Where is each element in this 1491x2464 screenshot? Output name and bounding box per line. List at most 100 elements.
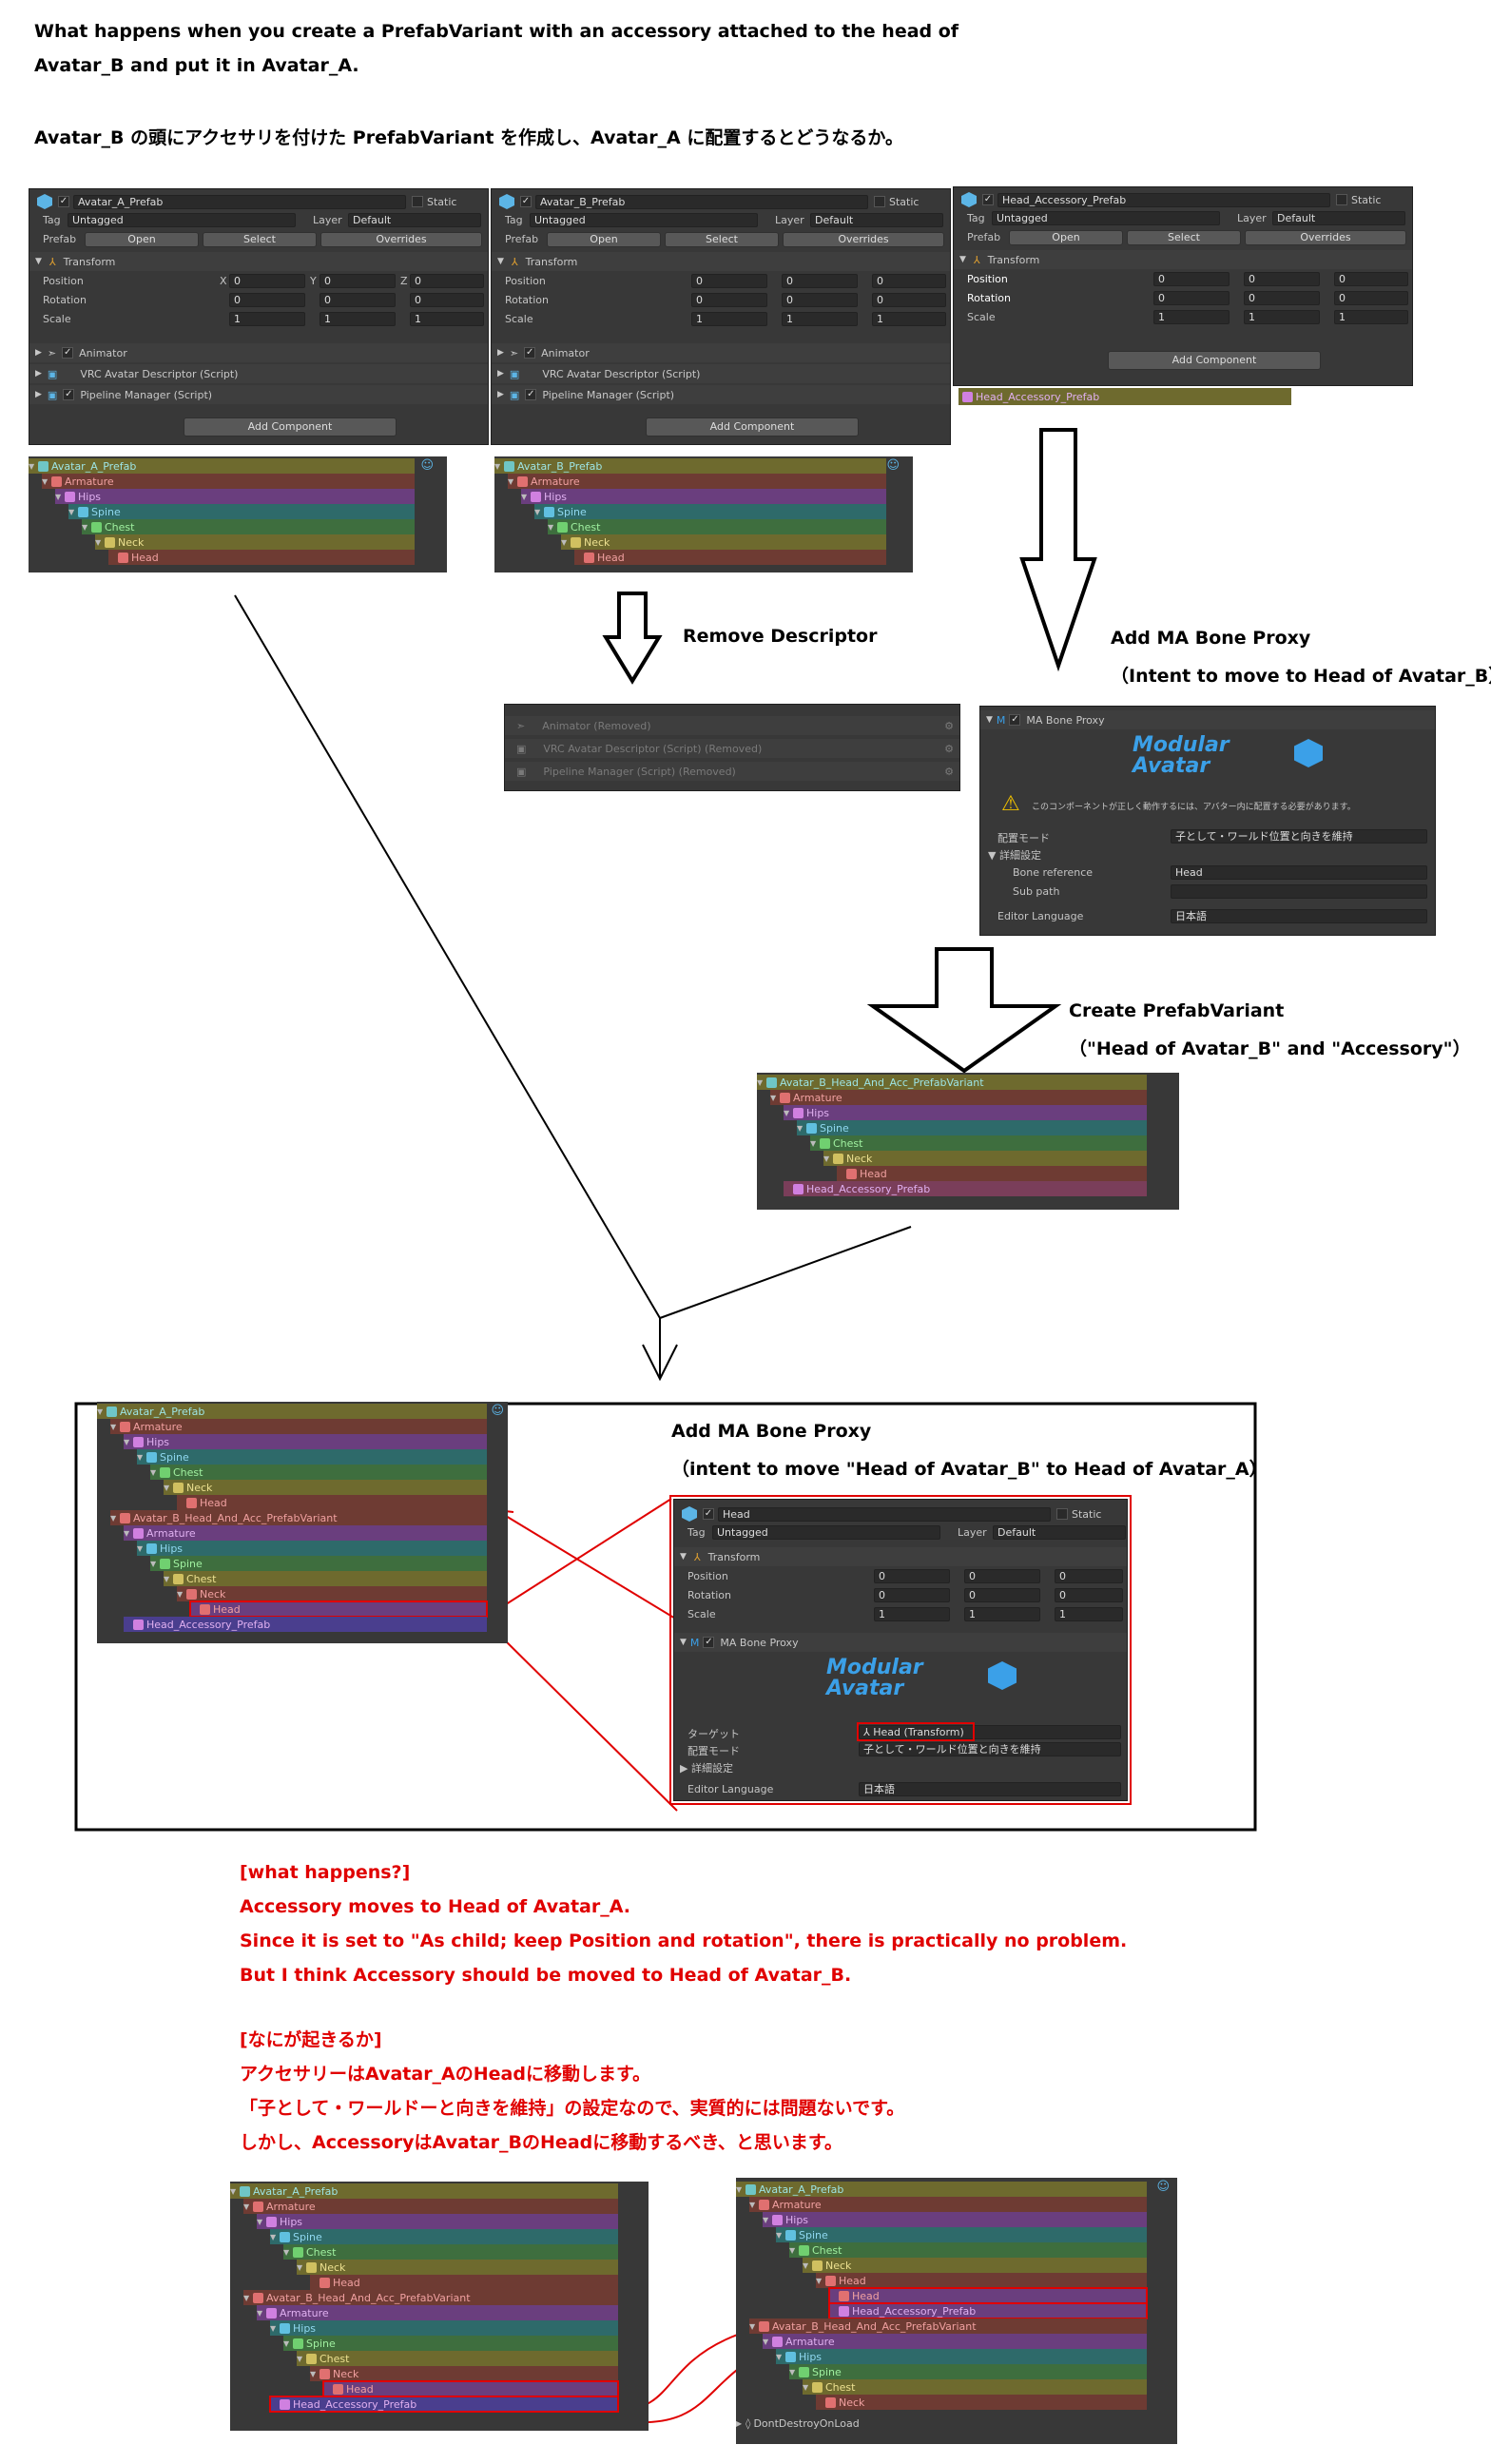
rotation-y-field[interactable]: 0: [782, 293, 858, 307]
tag-dropdown[interactable]: Untagged: [712, 1525, 940, 1540]
position-z-field[interactable]: 0: [1055, 1569, 1123, 1583]
bone-reference-dropdown[interactable]: Head: [1171, 865, 1427, 880]
scale-y-field[interactable]: 1: [1244, 310, 1320, 324]
static-label[interactable]: Static: [1351, 193, 1382, 206]
hier-row-selected[interactable]: Head: [828, 2287, 1148, 2304]
scale-x-field[interactable]: 1: [691, 312, 767, 326]
active-checkbox[interactable]: ✓: [58, 196, 69, 207]
rotation-y-field[interactable]: 0: [964, 1588, 1040, 1602]
hier-row[interactable]: ▼Hips: [776, 2349, 1147, 2364]
rotation-x-field[interactable]: 0: [874, 1588, 950, 1602]
placement-mode-dropdown[interactable]: 子として・ワールド位置と向きを維持: [859, 1742, 1121, 1756]
hier-row[interactable]: ▼Neck: [177, 1586, 487, 1601]
rotation-z-field[interactable]: 0: [872, 293, 946, 307]
sub-path-field[interactable]: [1171, 884, 1427, 899]
layer-dropdown[interactable]: Default: [1272, 211, 1405, 225]
static-label[interactable]: Static: [427, 195, 457, 208]
hier-row[interactable]: ▼Neck: [803, 2258, 1147, 2273]
active-checkbox[interactable]: ✓: [520, 196, 532, 207]
hier-row[interactable]: ▼Spine: [270, 2229, 618, 2244]
hier-row[interactable]: ▼Chest: [810, 1135, 1147, 1151]
animator-checkbox[interactable]: ✓: [62, 347, 74, 359]
position-x-field[interactable]: 0: [874, 1569, 950, 1583]
transform-header[interactable]: ▼ ⅄ Transform: [674, 1547, 1127, 1566]
transform-header[interactable]: ▼ ⅄ Transform: [492, 252, 950, 271]
hier-row[interactable]: ▼Armature: [124, 1525, 487, 1541]
advanced-foldout[interactable]: ▶ 詳細設定: [680, 1762, 733, 1775]
position-x-field[interactable]: 0: [691, 274, 767, 288]
hier-row[interactable]: ▼Avatar_B_Head_And_Acc_PrefabVariant: [757, 1075, 1147, 1090]
hier-row[interactable]: ▼Armature: [257, 2305, 618, 2320]
hier-row[interactable]: ▼Chest: [150, 1465, 487, 1480]
hier-row[interactable]: ▼Neck: [310, 2366, 618, 2381]
pipeline-header[interactable]: ▶ ▣ ✓ Pipeline Manager (Script): [29, 385, 488, 404]
hier-row[interactable]: ▼Chest: [548, 519, 886, 534]
tag-dropdown[interactable]: Untagged: [530, 213, 758, 227]
select-button[interactable]: Select: [203, 232, 317, 247]
hier-row[interactable]: ▼Hips: [55, 489, 415, 504]
hier-row-selected[interactable]: Head_Accessory_Prefab: [269, 2396, 619, 2413]
static-checkbox[interactable]: [1056, 1508, 1068, 1520]
bone-proxy-header[interactable]: ▼ M ✓ MA Bone Proxy: [980, 710, 1435, 729]
component-checkbox[interactable]: ✓: [703, 1637, 715, 1648]
animator-header[interactable]: ▶ ➣ ✓ Animator: [492, 343, 950, 362]
hier-row[interactable]: ▼Armature: [770, 1090, 1147, 1105]
hier-row[interactable]: ▼Chest: [283, 2244, 618, 2260]
scale-y-field[interactable]: 1: [782, 312, 858, 326]
hier-row[interactable]: ▼Hips: [257, 2214, 618, 2229]
hier-row[interactable]: ▼Spine: [68, 504, 415, 519]
vrc-descriptor-header[interactable]: ▶ ▣ VRC Avatar Descriptor (Script): [492, 364, 950, 383]
scale-z-field[interactable]: 1: [1334, 310, 1408, 324]
position-y-field[interactable]: 0: [1244, 272, 1320, 286]
rotation-z-field[interactable]: 0: [1334, 291, 1408, 305]
editor-language-dropdown[interactable]: 日本語: [859, 1782, 1121, 1796]
animator-header[interactable]: ▶ ➣ ✓ Animator: [29, 343, 488, 362]
scale-y-field[interactable]: 1: [320, 312, 396, 326]
hier-row[interactable]: ▼Hips: [784, 1105, 1147, 1120]
hier-row[interactable]: Neck: [816, 2395, 1147, 2410]
open-button[interactable]: Open: [85, 232, 199, 247]
position-x-field[interactable]: 0: [1153, 272, 1230, 286]
layer-dropdown[interactable]: Default: [810, 213, 943, 227]
open-button[interactable]: Open: [547, 232, 661, 247]
gear-icon[interactable]: ⚙: [944, 765, 954, 778]
rotation-y-field[interactable]: 0: [320, 293, 396, 307]
hier-row[interactable]: ▼Spine: [150, 1556, 487, 1571]
pipeline-checkbox[interactable]: ✓: [63, 389, 75, 400]
component-checkbox[interactable]: ✓: [1009, 714, 1021, 726]
hier-row[interactable]: ▼Neck: [95, 534, 415, 550]
hier-row[interactable]: ▼Armature: [110, 1419, 487, 1434]
advanced-foldout[interactable]: ▼ 詳細設定: [988, 849, 1041, 862]
rotation-x-field[interactable]: 0: [229, 293, 305, 307]
scale-y-field[interactable]: 1: [964, 1607, 1040, 1621]
hier-row[interactable]: ▼Armature: [508, 474, 886, 489]
scale-x-field[interactable]: 1: [1153, 310, 1230, 324]
editor-language-dropdown[interactable]: 日本語: [1171, 909, 1427, 923]
select-button[interactable]: Select: [1127, 230, 1241, 245]
hier-row[interactable]: ▼Avatar_B_Head_And_Acc_PrefabVariant: [110, 1510, 487, 1525]
layer-dropdown[interactable]: Default: [348, 213, 481, 227]
hier-row[interactable]: ▼Avatar_A_Prefab: [230, 2183, 618, 2199]
hier-row[interactable]: ▼Spine: [797, 1120, 1147, 1135]
hier-row[interactable]: ▼Chest: [297, 2351, 618, 2366]
add-component-button[interactable]: Add Component: [184, 417, 397, 437]
hier-row[interactable]: ▼Chest: [803, 2379, 1147, 2395]
position-z-field[interactable]: 0: [410, 274, 484, 288]
hier-row[interactable]: ▼Spine: [534, 504, 886, 519]
position-z-field[interactable]: 0: [872, 274, 946, 288]
hier-row[interactable]: ▼Avatar_A_Prefab: [29, 458, 415, 474]
open-button[interactable]: Open: [1009, 230, 1123, 245]
hier-row[interactable]: ▼Spine: [789, 2364, 1147, 2379]
rotation-z-field[interactable]: 0: [410, 293, 484, 307]
hier-row[interactable]: ▼Avatar_A_Prefab: [97, 1404, 487, 1419]
static-label[interactable]: Static: [889, 195, 920, 208]
hier-row[interactable]: ▼Neck: [561, 534, 886, 550]
hier-row[interactable]: Head: [108, 550, 415, 565]
scale-z-field[interactable]: 1: [872, 312, 946, 326]
placement-mode-dropdown[interactable]: 子として・ワールド位置と向きを維持: [1171, 829, 1427, 844]
static-label[interactable]: Static: [1072, 1507, 1102, 1521]
position-z-field[interactable]: 0: [1334, 272, 1408, 286]
add-component-button[interactable]: Add Component: [1108, 351, 1321, 370]
hier-row[interactable]: ▶◊DontDestroyOnLoad: [736, 2416, 860, 2430]
rotation-x-field[interactable]: 0: [1153, 291, 1230, 305]
